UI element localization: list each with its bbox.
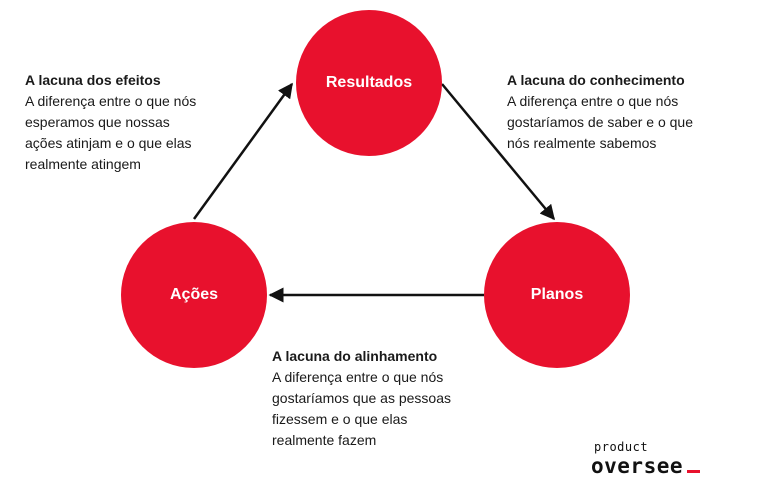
underscore-cursor-icon	[687, 470, 701, 473]
node-planos-label: Planos	[530, 286, 584, 303]
arrow-acoes-to-resultados	[192, 82, 294, 220]
product-oversee-logo: product oversee	[591, 440, 741, 488]
logo-line-oversee-wrap: oversee	[591, 453, 701, 479]
gap-efeitos: A lacuna dos efeitos A diferença entre o…	[25, 70, 255, 175]
gap-conhecimento: A lacuna do conhecimento A diferença ent…	[507, 70, 747, 154]
node-acoes-label: Ações	[169, 286, 219, 303]
gap-efeitos-description: A diferença entre o que nós esperamos qu…	[25, 93, 197, 172]
gap-alinhamento-title: A lacuna do alinhamento	[272, 348, 438, 364]
gap-efeitos-title: A lacuna dos efeitos	[25, 72, 161, 88]
gap-conhecimento-title: A lacuna do conhecimento	[507, 72, 685, 88]
node-planos: Planos	[484, 222, 630, 368]
gap-conhecimento-description: A diferença entre o que nós gostaríamos …	[507, 93, 694, 151]
gap-alinhamento: A lacuna do alinhamento A diferença entr…	[272, 346, 502, 451]
node-resultados-label: Resultados	[325, 74, 413, 91]
logo-line-product: product	[594, 440, 649, 454]
logo-line-oversee: oversee	[591, 454, 684, 478]
gap-alinhamento-description: A diferença entre o que nós gostaríamos …	[272, 369, 451, 448]
arrow-resultados-to-planos	[441, 83, 555, 221]
node-acoes: Ações	[121, 222, 267, 368]
node-resultados: Resultados	[296, 10, 442, 156]
